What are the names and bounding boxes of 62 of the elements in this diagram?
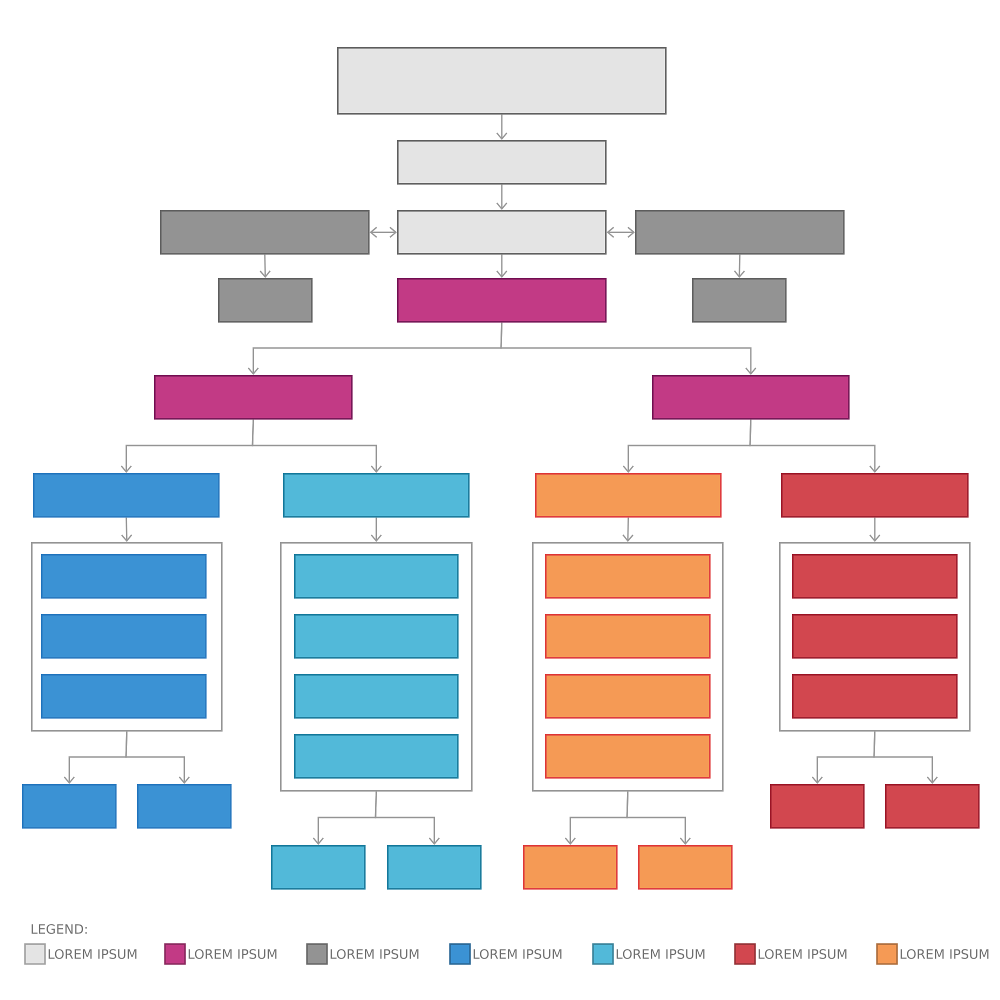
legend-label: LOREM IPSUM (48, 949, 136, 959)
arrow (749, 420, 880, 473)
process-box (792, 674, 958, 719)
process-box (218, 278, 313, 323)
process-box (792, 554, 958, 599)
process-box (635, 210, 845, 255)
process-box (692, 278, 787, 323)
process-box (397, 278, 607, 323)
arrow (374, 792, 440, 845)
process-box (160, 210, 370, 255)
process-box (137, 784, 232, 829)
legend-title: LEGEND: (32, 924, 87, 934)
process-box (545, 614, 711, 659)
arrow (496, 184, 508, 210)
process-box (294, 674, 459, 719)
process-box (41, 614, 207, 659)
process-box (271, 845, 366, 890)
process-box (545, 674, 711, 719)
arrow (873, 732, 938, 784)
process-box (523, 845, 618, 890)
process-box (652, 375, 850, 420)
process-box (33, 473, 220, 518)
process-box (397, 140, 607, 185)
arrow (622, 518, 634, 542)
legend-label: LOREM IPSUM (616, 949, 704, 959)
legend-label: LOREM IPSUM (330, 949, 418, 959)
arrow (869, 518, 880, 542)
arrow (626, 792, 691, 845)
process-box (337, 47, 667, 115)
process-box (638, 845, 733, 890)
arrow (125, 732, 190, 784)
process-box (545, 554, 711, 599)
process-box (781, 473, 969, 518)
arrow (370, 518, 382, 542)
arrow (734, 254, 745, 278)
process-box (535, 473, 722, 518)
process-box (792, 614, 958, 659)
process-box (387, 845, 482, 890)
arrow (260, 254, 271, 278)
arrow (606, 226, 636, 238)
arrow (496, 114, 508, 140)
process-box (41, 674, 207, 719)
legend-label: LOREM IPSUM (188, 949, 276, 959)
legend-label: LOREM IPSUM (758, 949, 846, 959)
process-box (154, 375, 353, 420)
process-box (294, 734, 459, 779)
legend-label: LOREM IPSUM (900, 949, 988, 959)
legend-label: LOREM IPSUM (474, 949, 562, 959)
process-box (283, 473, 470, 518)
arrow (370, 226, 397, 238)
arrow (496, 254, 508, 278)
process-box (397, 210, 607, 255)
process-box (885, 784, 980, 829)
process-box (22, 784, 117, 829)
arrow (252, 420, 382, 473)
process-box (294, 554, 459, 599)
arrow (500, 322, 756, 375)
process-box (770, 784, 865, 829)
process-box (294, 614, 459, 659)
process-box (41, 554, 207, 599)
process-box (545, 734, 711, 779)
arrow (121, 518, 132, 542)
